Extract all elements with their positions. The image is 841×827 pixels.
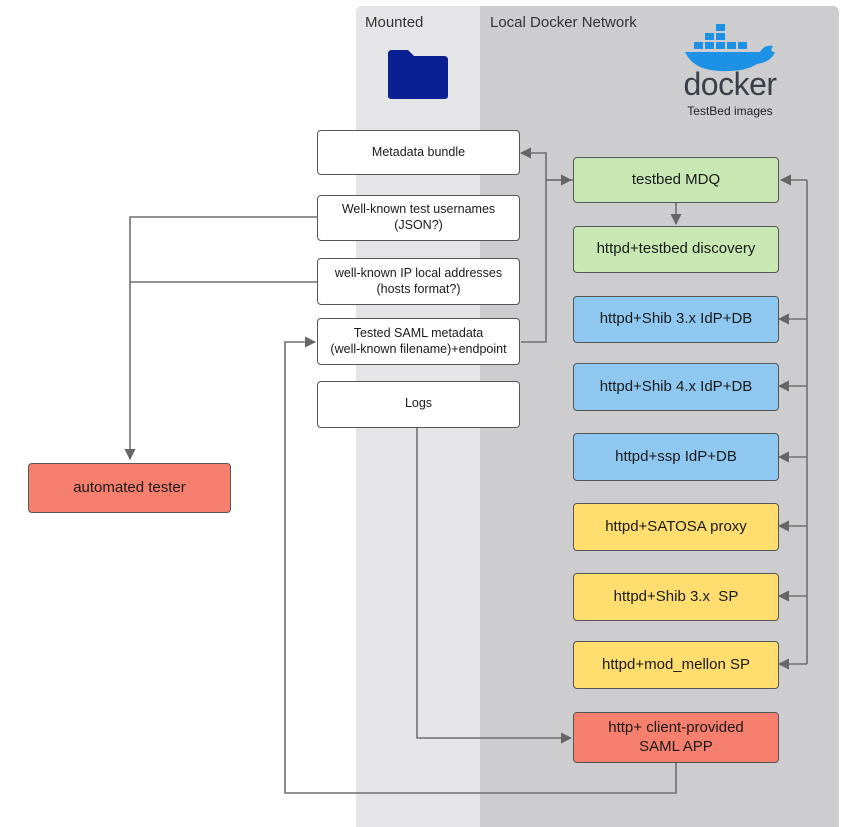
metadata-bundle-label: Metadata bundle [371, 144, 466, 159]
shib3-sp-label: httpd+Shib 3.x SP [613, 587, 739, 605]
saml-metadata-line1: Tested SAML metadata [353, 325, 484, 340]
docker-wordmark: docker [683, 66, 777, 102]
logs-box: Logs [317, 381, 520, 428]
shib3-idp-label: httpd+Shib 3.x IdP+DB [599, 310, 753, 328]
shib3-sp-box: httpd+Shib 3.x SP [573, 573, 779, 621]
ssp-idp-box: httpd+ssp IdP+DB [573, 433, 779, 481]
shib4-idp-box: httpd+Shib 4.x IdP+DB [573, 363, 779, 411]
docker-subtitle: TestBed images [687, 104, 773, 118]
test-usernames-line1: Well-known test usernames [341, 202, 496, 217]
shib4-idp-label: httpd+Shib 4.x IdP+DB [599, 377, 753, 395]
shib3-idp-box: httpd+Shib 3.x IdP+DB [573, 296, 779, 343]
metadata-bundle-box: Metadata bundle [317, 130, 520, 175]
ip-addresses-line1: well-known IP local addresses [334, 265, 503, 280]
satosa-proxy-label: httpd+SATOSA proxy [605, 517, 747, 535]
saml-metadata-box: Tested SAML metadata (well-known filenam… [317, 318, 520, 365]
ip-addresses-box: well-known IP local addresses (hosts for… [317, 258, 520, 305]
satosa-proxy-box: httpd+SATOSA proxy [573, 503, 779, 551]
testbed-mdq-box: testbed MDQ [573, 157, 779, 203]
docker-whale-icon [685, 24, 775, 72]
docker-network-region [480, 6, 839, 827]
testbed-discovery-box: httpd+testbed discovery [573, 226, 779, 273]
wire-usernames-to-tester [124, 216, 317, 461]
testbed-mdq-label: testbed MDQ [631, 170, 721, 188]
test-usernames-line2: (JSON?) [394, 218, 443, 232]
automated-tester-box: automated tester [28, 463, 231, 513]
ip-addresses-line2: (hosts format?) [376, 281, 461, 296]
docker-network-label: Local Docker Network [490, 14, 637, 31]
logs-label: Logs [404, 396, 433, 410]
ssp-idp-label: httpd+ssp IdP+DB [615, 447, 737, 465]
saml-app-box: http+ client-provided SAML APP [573, 712, 779, 763]
automated-tester-label: automated tester [73, 478, 186, 496]
mellon-sp-box: httpd+mod_mellon SP [573, 641, 779, 689]
testbed-discovery-label: httpd+testbed discovery [596, 240, 756, 258]
folder-icon [388, 50, 448, 99]
saml-metadata-line2: (well-known filename)+endpoint [330, 341, 507, 356]
test-usernames-box: Well-known test usernames (JSON?) [317, 195, 520, 241]
mounted-label: Mounted [365, 14, 424, 31]
mellon-sp-label: httpd+mod_mellon SP [601, 655, 750, 673]
docker-logo: docker TestBed images [665, 22, 795, 122]
saml-app-line2: SAML APP [639, 737, 713, 755]
saml-app-line1: http+ client-provided [608, 718, 744, 736]
